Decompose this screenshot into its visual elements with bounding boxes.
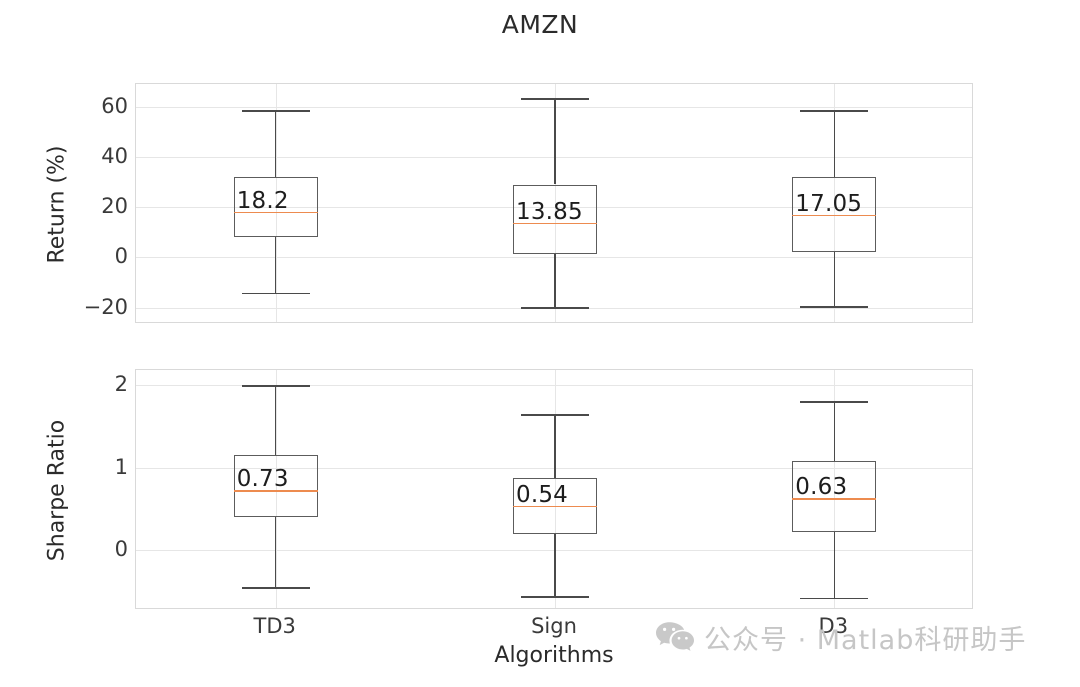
cap-upper <box>241 384 310 387</box>
y-tick-label: −20 <box>83 294 128 319</box>
cap-upper <box>800 401 869 404</box>
x-tick-label-td3: TD3 <box>253 614 296 638</box>
gridline-horizontal <box>136 467 972 469</box>
whisker-lower <box>833 532 836 598</box>
gridline-vertical <box>555 84 556 322</box>
whisker-upper <box>274 110 277 177</box>
box-sign <box>513 184 597 254</box>
gridline-horizontal <box>136 207 972 209</box>
y-tick-label: 20 <box>101 194 128 219</box>
cap-upper <box>241 110 310 113</box>
y-tick-label: 60 <box>101 93 128 118</box>
gridline-horizontal <box>136 257 972 259</box>
plot-area-sharpe: 0.73 0.54 0.63 <box>136 370 972 608</box>
whisker-lower <box>274 237 277 293</box>
median-line <box>233 211 318 214</box>
median-value-label: 17.05 <box>795 190 863 217</box>
gridline-vertical <box>555 370 556 608</box>
y-axis-label-return: Return (%) <box>44 145 70 264</box>
median-value-label: 13.85 <box>516 198 583 225</box>
whisker-upper <box>274 384 277 456</box>
whisker-upper <box>554 97 556 185</box>
y-axis-ticks-return: 60 40 20 0 −20 <box>8 83 128 323</box>
gridline-vertical <box>834 84 836 322</box>
y-axis-ticks-sharpe: 2 1 0 <box>8 369 128 609</box>
cap-lower <box>521 595 589 598</box>
median-value-label: 0.54 <box>516 481 569 508</box>
y-tick-label: 40 <box>101 143 128 168</box>
median-value-label: 18.2 <box>236 187 289 214</box>
plot-panel-return: 18.2 13.85 17.05 <box>135 83 973 323</box>
cap-lower <box>241 586 310 589</box>
figure-title: AMZN <box>501 10 579 39</box>
whisker-lower <box>833 252 836 307</box>
median-value-label: 0.73 <box>236 466 289 492</box>
y-tick-label: 2 <box>114 371 128 396</box>
y-tick-label: 0 <box>114 537 128 562</box>
x-axis-label: Algorithms <box>494 643 614 668</box>
gridline-horizontal <box>136 106 972 108</box>
median-line <box>233 490 318 492</box>
gridline-vertical <box>834 370 836 608</box>
gridline-vertical <box>275 370 277 608</box>
gridline-vertical <box>275 84 277 322</box>
median-line <box>513 505 597 508</box>
box-td3 <box>233 177 318 238</box>
whisker-lower <box>554 533 556 596</box>
whisker-upper <box>833 401 836 461</box>
gridline-horizontal <box>136 156 972 158</box>
box-td3 <box>233 455 318 518</box>
cap-upper <box>521 413 589 416</box>
box-d3 <box>792 461 877 533</box>
y-tick-label: 1 <box>114 454 128 479</box>
gridline-horizontal <box>136 550 972 552</box>
median-line <box>513 222 597 225</box>
median-value-label: 0.63 <box>795 474 848 501</box>
median-line <box>792 498 877 500</box>
cap-lower <box>800 306 869 309</box>
y-tick-label: 0 <box>114 244 128 269</box>
gridline-horizontal <box>136 384 972 386</box>
cap-upper <box>521 97 589 100</box>
cap-lower <box>521 307 589 309</box>
plot-panel-sharpe: 0.73 0.54 0.63 <box>135 369 973 609</box>
x-tick-label-sign: Sign <box>531 614 577 638</box>
whisker-upper <box>554 413 556 478</box>
x-tick-label-d3: D3 <box>818 614 849 638</box>
cap-lower <box>800 597 869 600</box>
plot-area-return: 18.2 13.85 17.05 <box>136 84 972 322</box>
whisker-lower <box>554 253 556 308</box>
whisker-upper <box>833 110 836 177</box>
median-line <box>792 214 877 217</box>
cap-lower <box>241 292 310 295</box>
cap-upper <box>800 110 869 113</box>
y-axis-label-sharpe: Sharpe Ratio <box>44 419 70 562</box>
whisker-lower <box>274 517 277 587</box>
